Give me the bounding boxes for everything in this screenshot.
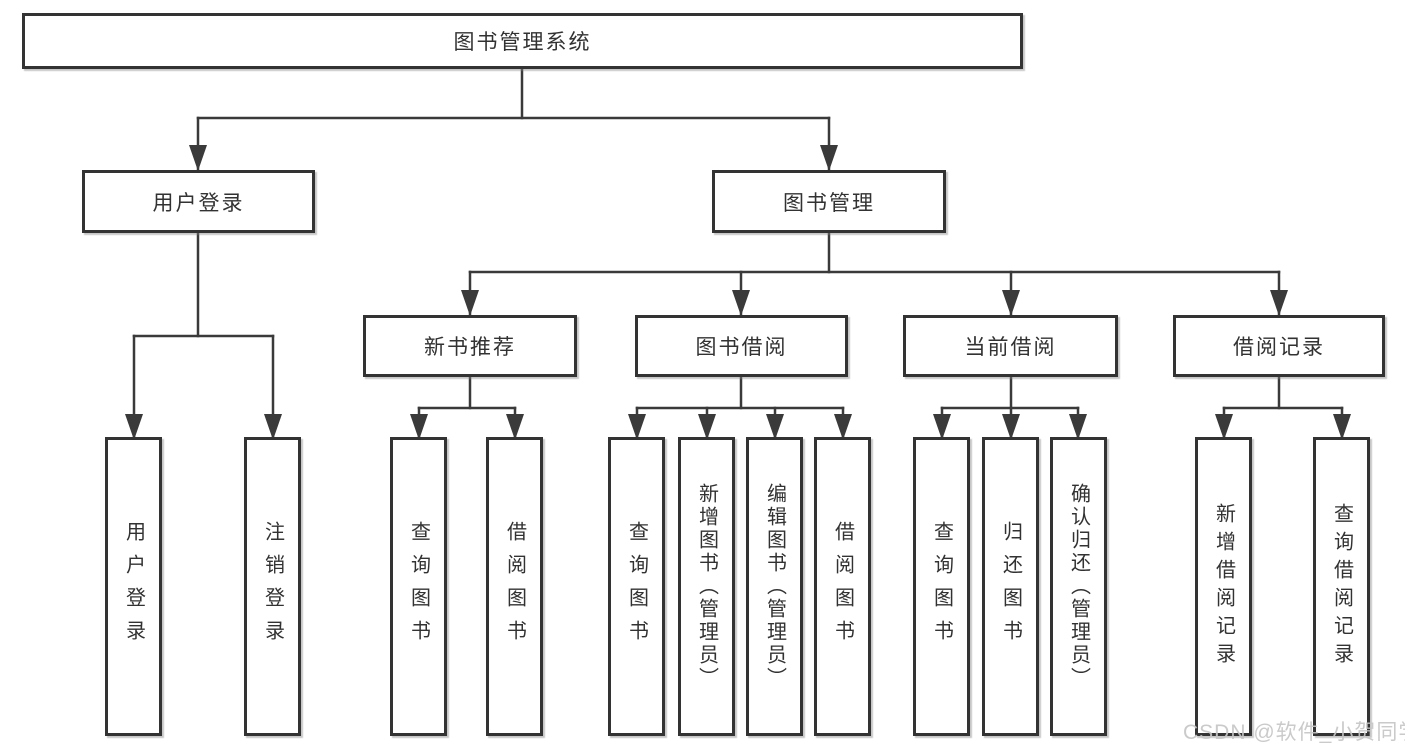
leaf-query-books-borrow: 查询图书 xyxy=(608,437,665,736)
leaf-user-login: 用户登录 xyxy=(105,437,162,736)
node-library-system: 图书管理系统 xyxy=(22,13,1023,69)
node-label: 查询图书 xyxy=(930,520,953,653)
leaf-add-borrow-record: 新增借阅记录 xyxy=(1195,437,1252,736)
node-label: 新书推荐 xyxy=(424,336,516,359)
node-label: 编辑图书（管理员） xyxy=(763,483,786,690)
node-label: 图书管理系统 xyxy=(453,31,592,54)
leaf-borrow-books: 借阅图书 xyxy=(814,437,871,736)
node-current-borrow: 当前借阅 xyxy=(903,315,1118,377)
leaf-confirm-return-admin: 确认归还（管理员） xyxy=(1050,437,1107,736)
leaf-borrow-books-recommend: 借阅图书 xyxy=(486,437,543,736)
node-label: 借阅记录 xyxy=(1233,336,1325,359)
node-label: 图书管理 xyxy=(783,191,875,215)
node-label: 归还图书 xyxy=(999,520,1022,653)
node-label: 查询图书 xyxy=(407,520,430,653)
leaf-query-borrow-record: 查询借阅记录 xyxy=(1313,437,1370,736)
node-book-management: 图书管理 xyxy=(712,170,946,233)
leaf-edit-books-admin: 编辑图书（管理员） xyxy=(746,437,803,736)
node-borrow-records: 借阅记录 xyxy=(1173,315,1385,377)
node-label: 新增图书（管理员） xyxy=(695,483,718,690)
node-book-borrow: 图书借阅 xyxy=(635,315,848,377)
csdn-watermark: CSDN @软件_小贺同学 xyxy=(1183,721,1405,744)
node-label: 查询图书 xyxy=(625,520,648,653)
node-new-book-recommend: 新书推荐 xyxy=(363,315,577,377)
leaf-query-books-current: 查询图书 xyxy=(913,437,970,736)
node-label: 确认归还（管理员） xyxy=(1067,483,1090,690)
node-label: 借阅图书 xyxy=(831,520,854,653)
leaf-query-books-recommend: 查询图书 xyxy=(390,437,447,736)
node-label: 新增借阅记录 xyxy=(1212,502,1235,671)
leaf-add-books-admin: 新增图书（管理员） xyxy=(678,437,735,736)
node-user-login: 用户登录 xyxy=(82,170,315,233)
node-label: 当前借阅 xyxy=(964,336,1057,359)
node-label: 注销登录 xyxy=(261,520,284,653)
node-label: 借阅图书 xyxy=(503,520,526,653)
node-label: 用户登录 xyxy=(122,520,145,653)
leaf-logout: 注销登录 xyxy=(244,437,301,736)
node-label: 用户登录 xyxy=(152,191,245,215)
node-label: 查询借阅记录 xyxy=(1330,502,1353,671)
node-label: 图书借阅 xyxy=(695,336,788,359)
leaf-return-books: 归还图书 xyxy=(982,437,1039,736)
